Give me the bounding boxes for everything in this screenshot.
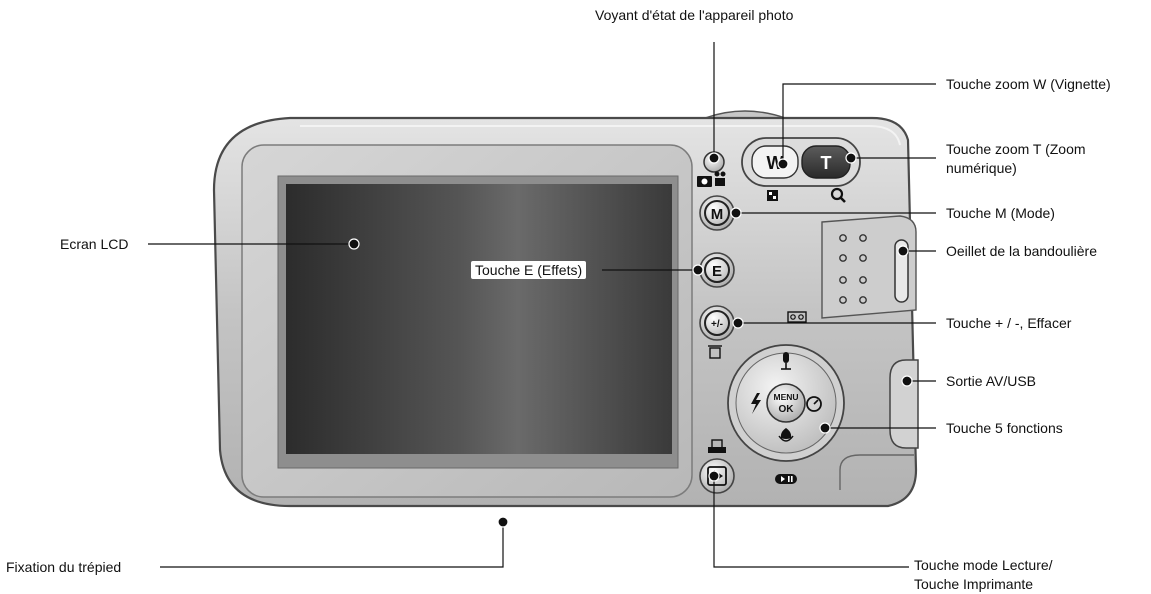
plusminus-button[interactable]: +/- [699,305,735,341]
flash-icon [751,393,761,414]
macro-icon [778,428,794,442]
menu-ok-button[interactable]: MENU OK [766,383,806,423]
microphone-icon [781,352,791,370]
trash-icon [708,345,722,359]
voice-memo-icon [787,311,807,323]
label-effects: Touche E (Effets) [471,261,587,279]
strap-eyelet-panel [821,215,917,319]
printer-icon [708,439,726,453]
magnifier-icon [830,187,846,203]
label-tripod: Fixation du trépied [6,559,122,575]
leader-dots [348,152,913,528]
label-zoom-t: Touche zoom T (Zoom numérique) [946,141,1086,176]
plusminus-button-label: +/- [711,319,723,330]
zoom-w-button[interactable]: W [751,145,799,179]
label-play-print: Touche mode Lecture/ Touche Imprimante [914,557,1053,592]
zoom-t-label: T [821,153,832,173]
av-usb-port [889,359,919,449]
mode-button[interactable]: M [699,195,735,231]
label-lcd: Ecran LCD [60,236,129,252]
label-zoom-w: Touche zoom W (Vignette) [946,76,1111,92]
label-av-usb: Sortie AV/USB [946,373,1037,389]
mode-button-label: M [711,206,724,223]
label-five-func: Touche 5 fonctions [946,420,1063,436]
label-plusminus: Touche + / -, Effacer [946,315,1072,331]
label-strap: Oeillet de la bandoulière [946,243,1097,259]
thumbnail-icon [767,190,778,201]
five-function-pad[interactable]: MENU OK [727,344,845,462]
zoom-t-button[interactable]: T [801,145,851,179]
effects-button-label: E [712,263,722,280]
label-mode: Touche M (Mode) [946,205,1055,221]
ok-label: OK [779,404,795,415]
label-status-lamp: Voyant d'état de l'appareil photo [595,7,794,23]
zoom-rocker[interactable]: W T [741,137,861,187]
camera-movie-icon [697,171,726,187]
play-pause-icon [775,474,797,484]
effects-button[interactable]: E [699,252,735,288]
menu-label: MENU [773,392,798,402]
leader-lines [148,42,936,568]
self-timer-icon [806,396,822,412]
